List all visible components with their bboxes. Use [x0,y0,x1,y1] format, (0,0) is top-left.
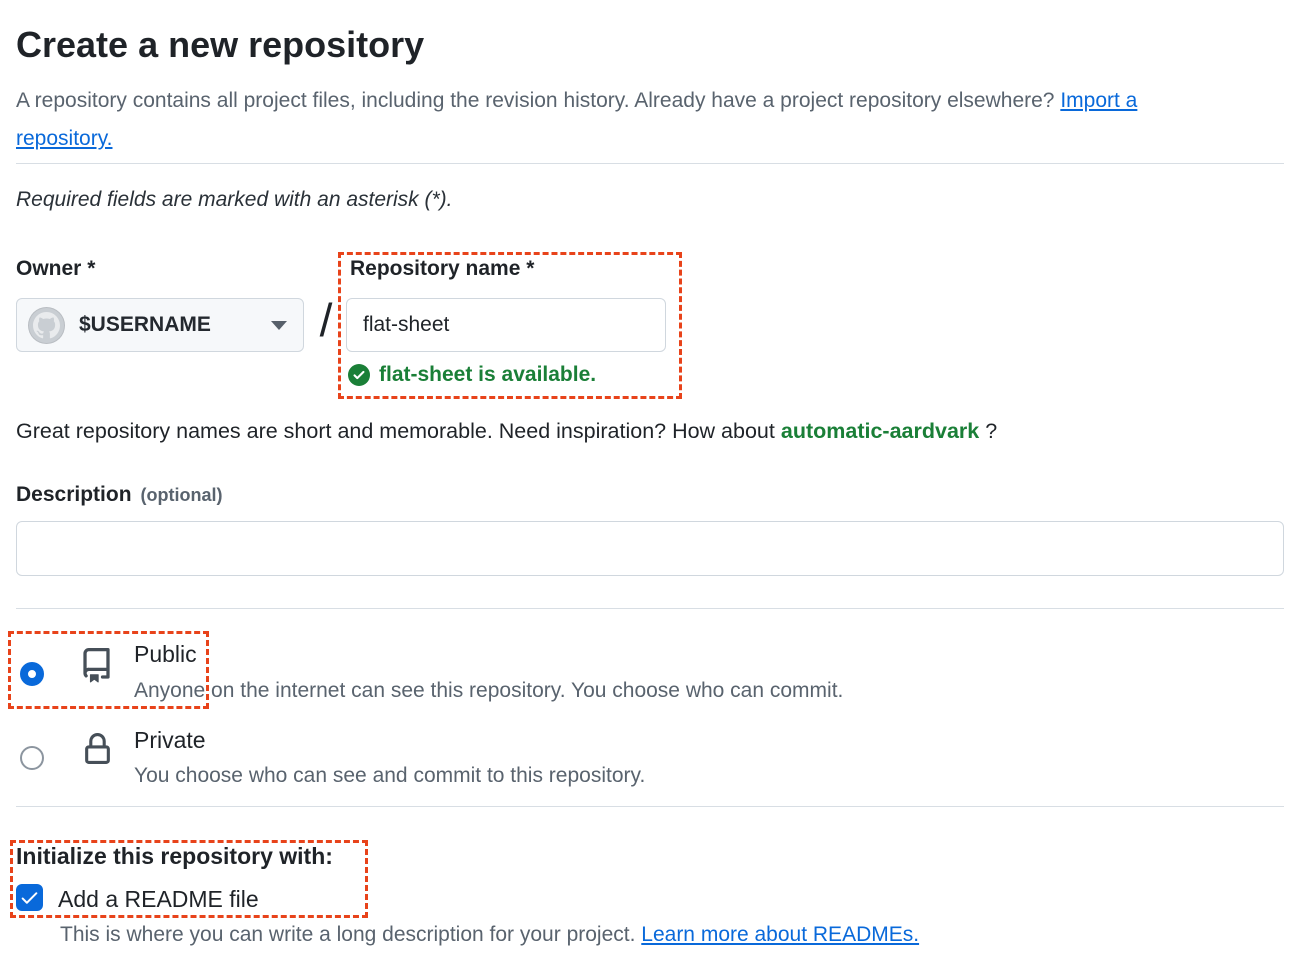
divider [16,608,1284,609]
description-optional-hint: (optional) [140,485,223,505]
owner-label: Owner * [16,257,96,280]
chevron-down-icon [271,320,287,330]
repo-book-icon [83,648,110,683]
check-circle-icon [348,364,370,386]
checkmark-icon [21,892,38,904]
repository-name-label: Repository name * [350,257,535,280]
public-radio[interactable] [20,662,44,686]
add-readme-checkbox[interactable] [16,884,43,911]
availability-message: flat-sheet is available. [348,363,596,387]
required-fields-note: Required fields are marked with an aster… [16,188,453,211]
repository-name-input[interactable] [346,298,666,352]
public-option-description: Anyone on the internet can see this repo… [134,679,844,702]
lock-icon [85,733,110,764]
intro-text: A repository contains all project files,… [16,89,1055,112]
learn-more-readmes-link[interactable]: Learn more about READMEs. [641,923,920,946]
add-readme-label[interactable]: Add a README file [58,886,259,912]
private-option-label[interactable]: Private [134,727,206,753]
owner-select-button[interactable]: $USERNAME [16,298,304,352]
import-repository-link[interactable]: Import a repository. [16,89,1138,150]
owner-repo-separator: / [319,294,333,346]
owner-avatar [28,306,65,344]
description-input[interactable] [16,521,1284,576]
intro-paragraph: A repository contains all project files,… [16,82,1216,158]
private-option-description: You choose who can see and commit to thi… [134,764,646,787]
divider [16,163,1284,164]
owner-required-asterisk: * [87,257,96,280]
page-title: Create a new repository [16,24,425,65]
owner-username: $USERNAME [79,313,211,336]
description-label-row: Description (optional) [16,483,223,507]
initialize-heading: Initialize this repository with: [16,843,333,869]
description-label: Description [16,483,132,506]
private-radio[interactable] [20,746,44,770]
divider [16,806,1284,807]
suggested-repo-name[interactable]: automatic-aardvark [780,419,980,443]
repo-required-asterisk: * [526,257,535,280]
name-suggestion-line: Great repository names are short and mem… [16,419,998,443]
public-option-label[interactable]: Public [134,641,197,667]
github-octocat-icon [33,311,60,338]
availability-text: flat-sheet is available. [379,363,597,386]
readme-note: This is where you can write a long descr… [60,923,920,946]
